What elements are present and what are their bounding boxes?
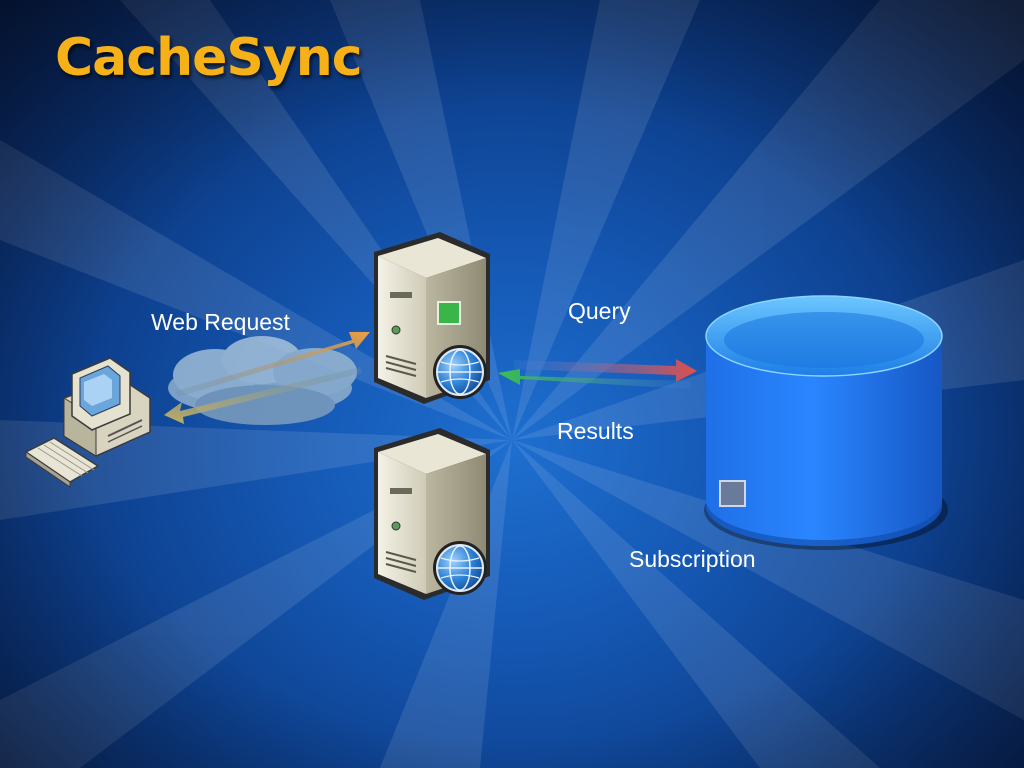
query-label: Query: [568, 298, 631, 324]
keyboard-icon: [24, 437, 100, 488]
results-arrow: [498, 369, 690, 389]
database-icon: [704, 295, 948, 550]
results-label: Results: [557, 418, 634, 444]
subscription-label: Subscription: [629, 546, 756, 572]
slide-title: CacheSync: [55, 28, 363, 88]
query-arrow: [514, 359, 697, 382]
web-request-arrows: [164, 332, 370, 424]
globe-icon: [433, 541, 487, 595]
cloud-icon: [168, 336, 357, 425]
web-request-label: Web Request: [151, 309, 290, 335]
globe-icon: [433, 345, 487, 399]
desktop-computer-icon: [63, 357, 151, 457]
